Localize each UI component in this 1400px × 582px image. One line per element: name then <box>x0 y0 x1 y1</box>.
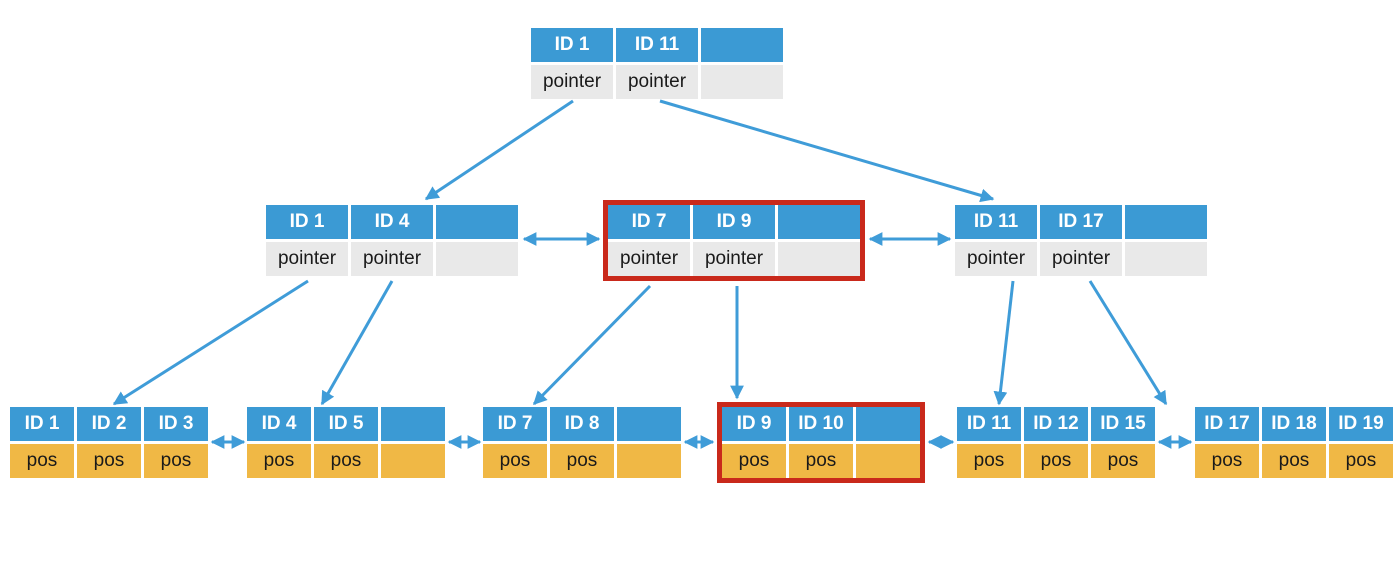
root-node: ID 1 ID 11 pointer pointer <box>531 28 783 99</box>
pos-cell: pos <box>722 444 786 478</box>
key-cell-empty <box>856 407 920 441</box>
key-cell-empty <box>436 205 518 239</box>
pointer-cell-empty <box>436 242 518 276</box>
key-cell: ID 4 <box>247 407 311 441</box>
pos-cell: pos <box>550 444 614 478</box>
pos-cell-empty <box>381 444 445 478</box>
pos-cell: pos <box>77 444 141 478</box>
edge-internal-right-to-leaf-5 <box>993 280 1015 406</box>
pos-cell: pos <box>1024 444 1088 478</box>
pointer-cell: pointer <box>266 242 348 276</box>
edge-internal-right-to-leaf-6 <box>1088 280 1168 406</box>
highlighted-leaf-node-wrapper: ID 9 ID 10 pos pos <box>717 402 925 483</box>
key-cell: ID 2 <box>77 407 141 441</box>
edge-root-to-internal-left <box>424 99 574 201</box>
key-cell: ID 18 <box>1262 407 1326 441</box>
pos-cell: pos <box>1091 444 1155 478</box>
key-cell: ID 1 <box>531 28 613 62</box>
key-cell: ID 1 <box>266 205 348 239</box>
pointer-cell-empty <box>701 65 783 99</box>
key-cell: ID 11 <box>955 205 1037 239</box>
pointer-cell: pointer <box>351 242 433 276</box>
pos-cell: pos <box>1195 444 1259 478</box>
key-cell: ID 4 <box>351 205 433 239</box>
key-cell: ID 7 <box>483 407 547 441</box>
pos-cell: pos <box>957 444 1021 478</box>
leaf-node-3: ID 7 ID 8 pos pos <box>483 407 681 478</box>
pointer-cell-empty <box>1125 242 1207 276</box>
key-cell-empty <box>778 205 860 239</box>
leaf-node-1: ID 1 ID 2 ID 3 pos pos pos <box>10 407 208 478</box>
edge-internal-left-to-leaf-1 <box>112 279 309 406</box>
key-cell: ID 17 <box>1195 407 1259 441</box>
key-cell: ID 19 <box>1329 407 1393 441</box>
key-cell: ID 9 <box>693 205 775 239</box>
pointer-cell: pointer <box>1040 242 1122 276</box>
pointer-cell-empty <box>778 242 860 276</box>
key-cell: ID 5 <box>314 407 378 441</box>
leaf-node-4: ID 9 ID 10 pos pos <box>722 407 920 478</box>
key-cell: ID 3 <box>144 407 208 441</box>
edge-internal-left-to-leaf-2 <box>320 280 394 406</box>
leaf-node-5: ID 11 ID 12 ID 15 pos pos pos <box>957 407 1155 478</box>
pos-cell: pos <box>10 444 74 478</box>
pointer-cell: pointer <box>955 242 1037 276</box>
key-cell: ID 10 <box>789 407 853 441</box>
pointer-cell: pointer <box>608 242 690 276</box>
key-cell-empty <box>701 28 783 62</box>
internal-node-center: ID 7 ID 9 pointer pointer <box>608 205 860 276</box>
key-cell: ID 12 <box>1024 407 1088 441</box>
highlighted-internal-node-wrapper: ID 7 ID 9 pointer pointer <box>603 200 865 281</box>
pointer-cell: pointer <box>616 65 698 99</box>
pointer-cell: pointer <box>531 65 613 99</box>
key-cell-empty <box>381 407 445 441</box>
key-cell: ID 1 <box>10 407 74 441</box>
edge-internal-center-to-leaf-3 <box>532 284 652 406</box>
pos-cell-empty <box>617 444 681 478</box>
key-cell: ID 8 <box>550 407 614 441</box>
leaf-node-2: ID 4 ID 5 pos pos <box>247 407 445 478</box>
pointer-cell: pointer <box>693 242 775 276</box>
key-cell-empty <box>617 407 681 441</box>
key-cell-empty <box>1125 205 1207 239</box>
edge-root-to-internal-right <box>659 99 995 203</box>
internal-node-right: ID 11 ID 17 pointer pointer <box>955 205 1207 276</box>
key-cell: ID 11 <box>957 407 1021 441</box>
pos-cell: pos <box>314 444 378 478</box>
pos-cell: pos <box>1262 444 1326 478</box>
pos-cell: pos <box>483 444 547 478</box>
pos-cell: pos <box>247 444 311 478</box>
key-cell: ID 9 <box>722 407 786 441</box>
pos-cell: pos <box>1329 444 1393 478</box>
key-cell: ID 17 <box>1040 205 1122 239</box>
key-cell: ID 7 <box>608 205 690 239</box>
leaf-node-6: ID 17 ID 18 ID 19 pos pos pos <box>1195 407 1393 478</box>
key-cell: ID 15 <box>1091 407 1155 441</box>
pos-cell: pos <box>144 444 208 478</box>
internal-node-left: ID 1 ID 4 pointer pointer <box>266 205 518 276</box>
pos-cell: pos <box>789 444 853 478</box>
key-cell: ID 11 <box>616 28 698 62</box>
pos-cell-empty <box>856 444 920 478</box>
